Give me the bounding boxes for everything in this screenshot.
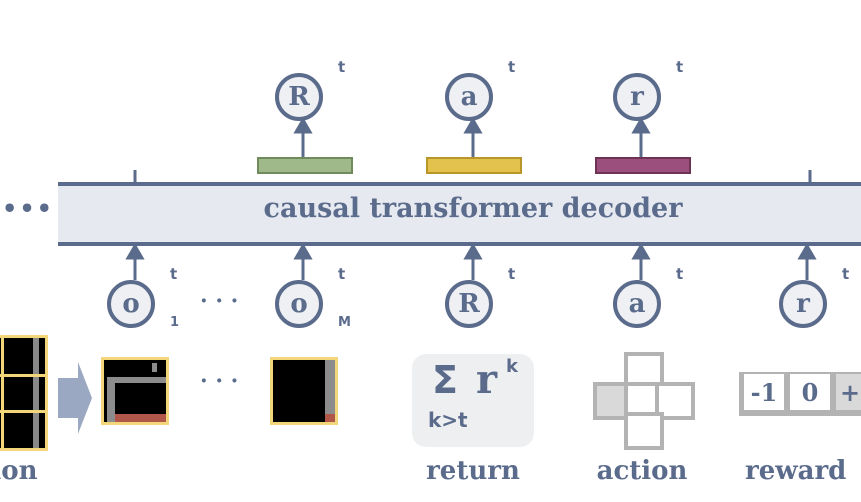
reward-token-bar: [595, 157, 691, 174]
sup: t: [338, 265, 346, 283]
input-return-node: R: [445, 280, 493, 328]
arrow-icon: [58, 362, 92, 434]
output-return-node: R: [275, 73, 323, 121]
sub: M: [338, 315, 351, 330]
sup: t: [676, 265, 684, 283]
output-action-node: a: [445, 73, 493, 121]
sigma: Σ: [432, 358, 458, 402]
output-reward-node: r: [613, 73, 661, 121]
observation-label: ation: [0, 456, 38, 486]
decoder-label: causal transformer decoder: [263, 193, 683, 224]
sup: t: [338, 58, 346, 76]
sub: 1: [170, 315, 180, 330]
input-obs-1-node: o: [107, 280, 155, 328]
sub: k>t: [428, 408, 468, 432]
return-token-bar: [257, 157, 353, 174]
reward-value: 0: [790, 374, 830, 410]
reward-value: +1: [836, 374, 861, 410]
r: r: [476, 356, 498, 403]
input-obs-m-node: o: [275, 280, 323, 328]
input-ellipsis: · · ·: [200, 288, 239, 314]
sup: t: [508, 58, 516, 76]
sup: k: [506, 356, 518, 377]
input-action-node: a: [613, 280, 661, 328]
return-formula: Σ r k k>t: [412, 354, 534, 447]
return-label: return: [426, 456, 520, 486]
observation-patch-m: [270, 357, 338, 425]
sup: t: [676, 58, 684, 76]
reward-label: reward: [745, 456, 847, 486]
patch-ellipsis: · · ·: [200, 368, 239, 394]
sup: t: [170, 265, 178, 283]
sup: t: [842, 265, 850, 283]
observation-grid-image: [0, 335, 48, 451]
reward-value: -1: [744, 374, 784, 410]
action-label: action: [596, 456, 688, 486]
action-token-bar: [426, 157, 522, 174]
input-reward-node: r: [779, 280, 827, 328]
decoder-ellipsis: •••: [2, 194, 55, 223]
observation-patch-1: [101, 357, 169, 425]
sup: t: [508, 265, 516, 283]
